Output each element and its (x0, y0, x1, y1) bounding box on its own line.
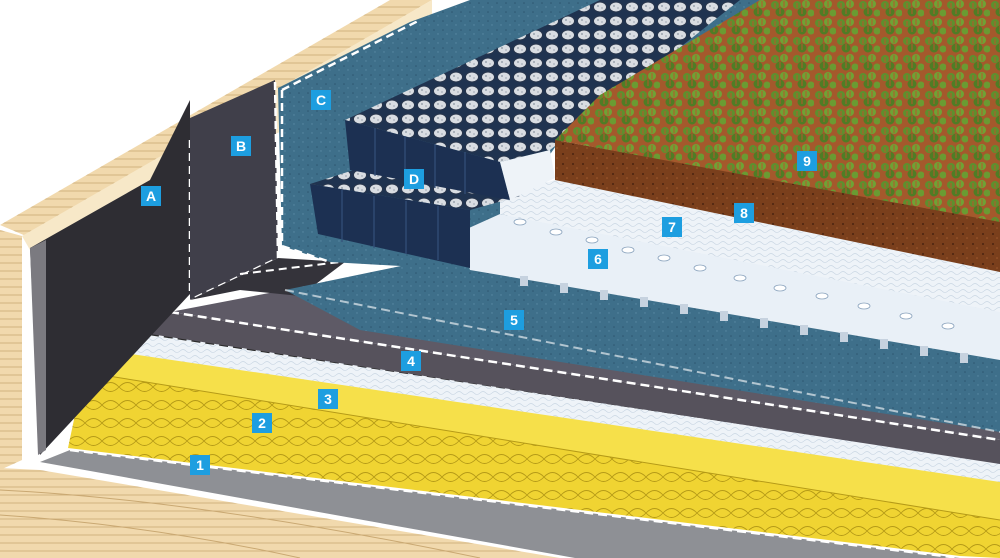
label-D: D (404, 169, 424, 189)
gravel-crate-D (310, 168, 520, 210)
label-6: 6 (588, 249, 608, 269)
label-2: 2 (252, 413, 272, 433)
label-7: 7 (662, 217, 682, 237)
label-3: 3 (318, 389, 338, 409)
layer-3-fleece (118, 334, 1000, 482)
label-4: 4 (401, 351, 421, 371)
label-A: A (141, 186, 161, 206)
drainage-holes (513, 218, 955, 330)
layer-5-protection-mat (285, 262, 1000, 432)
label-8: 8 (734, 203, 754, 223)
layer-4-membrane (150, 312, 1000, 464)
layer-9-vegetation (555, 0, 1000, 222)
gravel-crate-top (345, 0, 740, 162)
wall-side (0, 230, 22, 470)
layer-7-filter-fleece (500, 180, 1000, 312)
layer-2-insulation (68, 372, 1000, 558)
timber-beam (0, 468, 560, 558)
label-9: 9 (797, 151, 817, 171)
label-1: 1 (190, 455, 210, 475)
upstand-B-membrane (190, 80, 278, 300)
label-5: 5 (504, 310, 524, 330)
label-C: C (311, 90, 331, 110)
layer-8-substrate (555, 140, 1000, 272)
label-B: B (231, 136, 251, 156)
drainage-studs (520, 276, 968, 363)
